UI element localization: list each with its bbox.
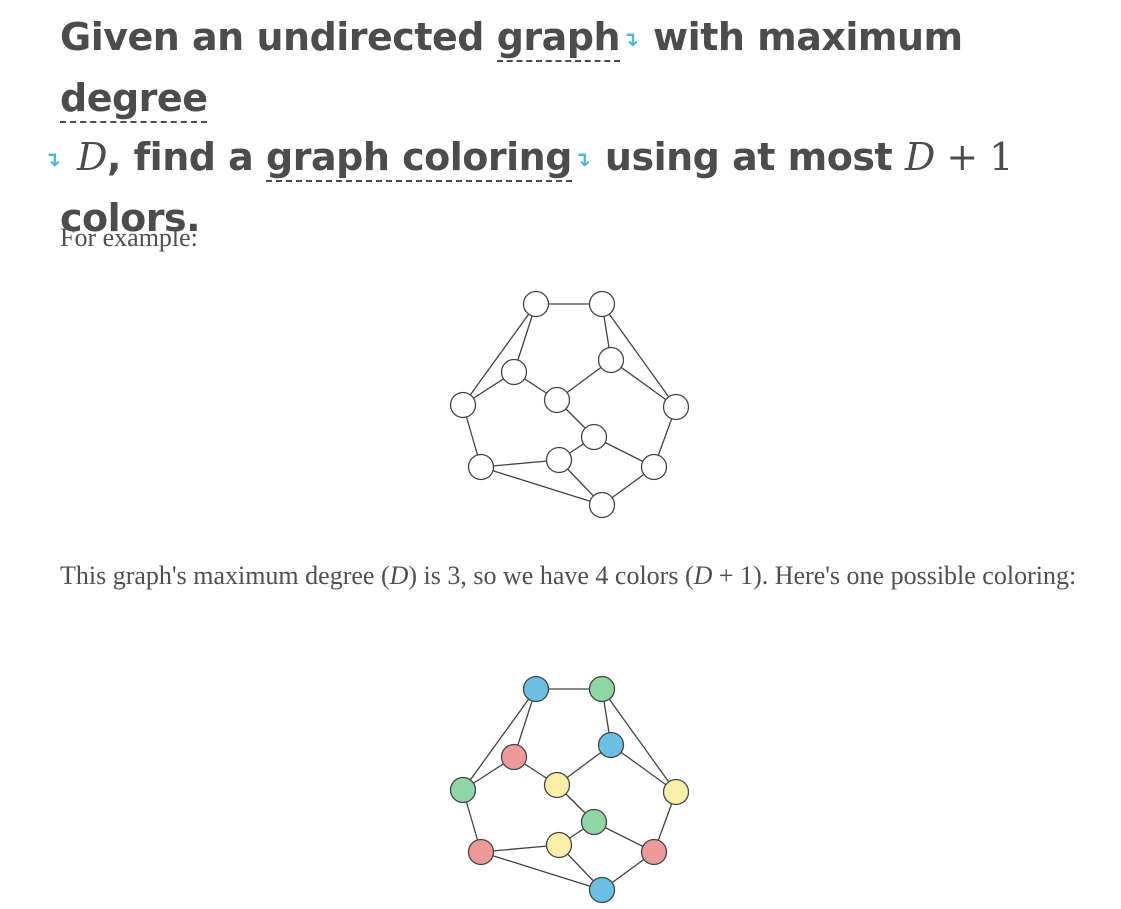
graph-node <box>640 838 668 866</box>
headline-text: using at most <box>592 135 905 179</box>
graph-edge <box>610 359 677 408</box>
graph-node <box>662 393 690 421</box>
page-title: Given an undirected graph↴ with maximum … <box>44 8 1090 248</box>
graph-node <box>588 876 616 904</box>
graph-node <box>522 290 550 318</box>
graph-node <box>500 743 528 771</box>
graph-node <box>580 808 608 836</box>
headline-text: , find a <box>106 135 267 179</box>
headline-text: with maximum <box>640 15 963 59</box>
graph-node <box>467 453 495 481</box>
graph-node <box>662 778 690 806</box>
example-graph-colored <box>449 675 690 904</box>
description-text: ). Here's one possible coloring: <box>753 561 1077 590</box>
link-arrow-icon[interactable]: ↴ <box>622 27 639 51</box>
graph-edge <box>480 851 603 891</box>
graph-node <box>545 831 573 859</box>
graph-node <box>449 391 477 419</box>
graph-node <box>543 386 571 414</box>
graph-node <box>500 358 528 386</box>
math-D: D <box>77 135 107 179</box>
graph-coloring-term-link[interactable]: graph coloring <box>266 135 572 182</box>
graph-node <box>597 731 625 759</box>
math-D: D <box>904 135 935 179</box>
graph-node <box>640 453 668 481</box>
link-arrow-icon[interactable]: ↴ <box>573 147 591 171</box>
graph-node <box>545 446 573 474</box>
graph-node <box>449 776 477 804</box>
graph-edge <box>601 303 677 408</box>
graph-node <box>588 290 616 318</box>
graph-edge <box>462 688 537 791</box>
link-arrow-icon[interactable]: ↴ <box>44 147 61 171</box>
example-intro: For example: <box>60 223 198 252</box>
example-graph-uncolored <box>449 290 690 519</box>
description-text: ) is 3, so we have 4 colors ( <box>408 561 694 590</box>
headline-text: colors. <box>60 196 201 240</box>
math-plus-one: + 1 <box>712 561 754 590</box>
graph-node <box>522 675 550 703</box>
math-D: D <box>693 561 713 590</box>
graph-node <box>597 346 625 374</box>
graph-term-link[interactable]: graph <box>496 15 621 62</box>
graph-node <box>588 675 616 703</box>
math-D: D <box>389 561 409 590</box>
headline-text: Given an undirected <box>60 15 497 59</box>
graph-node <box>467 838 495 866</box>
graph-edge <box>480 466 603 506</box>
graph-node <box>543 771 571 799</box>
degree-term-link[interactable]: degree <box>60 76 208 123</box>
description-text: This graph's maximum degree ( <box>60 561 390 590</box>
math-plus-one: + 1 <box>934 135 1013 179</box>
graph-node <box>580 423 608 451</box>
graph-edge <box>610 744 677 793</box>
graph-node <box>588 491 616 519</box>
graph-edge <box>601 688 677 793</box>
graph-edge <box>462 303 537 406</box>
degree-description: This graph's maximum degree (D) is 3, so… <box>60 553 1090 599</box>
